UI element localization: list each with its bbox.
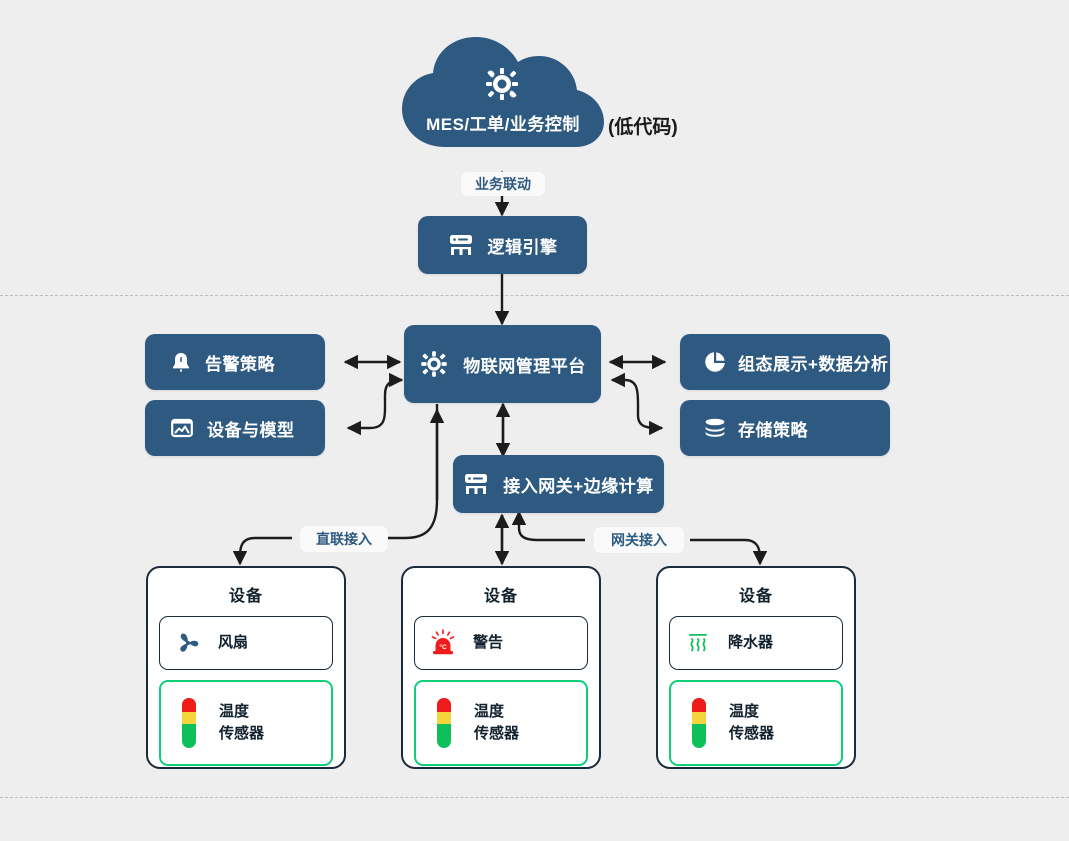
node-label: 物联网管理平台 [463, 356, 586, 376]
layer-divider-top [0, 295, 1069, 296]
alarm-siren-icon: °C [427, 629, 459, 657]
node-label: 接入网关+边缘计算 [503, 476, 654, 496]
database-icon [704, 418, 726, 438]
device-model-icon [171, 418, 193, 438]
device-item-label: 温度 传感器 [474, 703, 520, 742]
low-code-note: (低代码) [608, 117, 678, 138]
device-item-label: 风扇 [218, 634, 249, 652]
temperature-sensor-icon [683, 697, 715, 749]
temperature-sensor-icon [173, 697, 205, 749]
node-alarm-policy[interactable]: 告警策略 [145, 334, 325, 390]
gear-cloud-icon [486, 68, 518, 100]
node-label: 设备与模型 [207, 420, 295, 440]
node-label: 组态展示+数据分析 [738, 354, 889, 374]
node-device-model[interactable]: 设备与模型 [145, 400, 325, 456]
device-item-label: 温度 传感器 [729, 703, 775, 742]
device-card-title: 设备 [738, 588, 773, 605]
node-iot-platform[interactable]: 物联网管理平台 [404, 325, 601, 403]
layer-divider-bottom [0, 797, 1069, 798]
sprinkler-icon [682, 630, 714, 656]
bell-icon [171, 351, 191, 373]
node-gateway-edge[interactable]: 接入网关+边缘计算 [453, 455, 664, 513]
node-storage-policy[interactable]: 存储策略 [680, 400, 890, 456]
node-label: 存储策略 [738, 420, 808, 440]
device-item-sprinkler[interactable]: 降水器 [669, 616, 843, 670]
cloud-label: MES/工单/业务控制 [426, 115, 580, 134]
temperature-sensor-icon [428, 697, 460, 749]
device-card[interactable]: 设备 风扇 [146, 566, 346, 769]
pie-chart-icon [704, 351, 726, 373]
gateway-icon [448, 234, 474, 256]
device-item-temperature-sensor[interactable]: 温度 传感器 [414, 680, 588, 766]
device-item-label: 降水器 [728, 634, 774, 652]
node-logic-engine[interactable]: 逻辑引擎 [418, 216, 587, 274]
edge-label-direct-access: 直联接入 [300, 526, 388, 552]
gear-icon [419, 349, 449, 379]
device-card-title: 设备 [483, 588, 518, 605]
node-visualization[interactable]: 组态展示+数据分析 [680, 334, 890, 390]
node-label: 逻辑引擎 [487, 237, 558, 257]
device-item-label: 警告 [473, 634, 504, 652]
node-label: 告警策略 [205, 354, 275, 374]
device-card[interactable]: 设备 降水器 [656, 566, 856, 769]
svg-text:°C: °C [439, 643, 447, 651]
device-item-alarm[interactable]: °C 警告 [414, 616, 588, 670]
device-card[interactable]: 设备 °C 警告 [401, 566, 601, 769]
fan-icon [172, 630, 204, 656]
device-item-fan[interactable]: 风扇 [159, 616, 333, 670]
device-item-label: 温度 传感器 [219, 703, 265, 742]
device-item-temperature-sensor[interactable]: 温度 传感器 [159, 680, 333, 766]
device-item-temperature-sensor[interactable]: 温度 传感器 [669, 680, 843, 766]
edge-label-business-link: 业务联动 [461, 172, 545, 196]
device-card-title: 设备 [228, 588, 263, 605]
edge-label-gateway-access: 网关接入 [594, 527, 684, 553]
gateway-icon [463, 473, 489, 495]
